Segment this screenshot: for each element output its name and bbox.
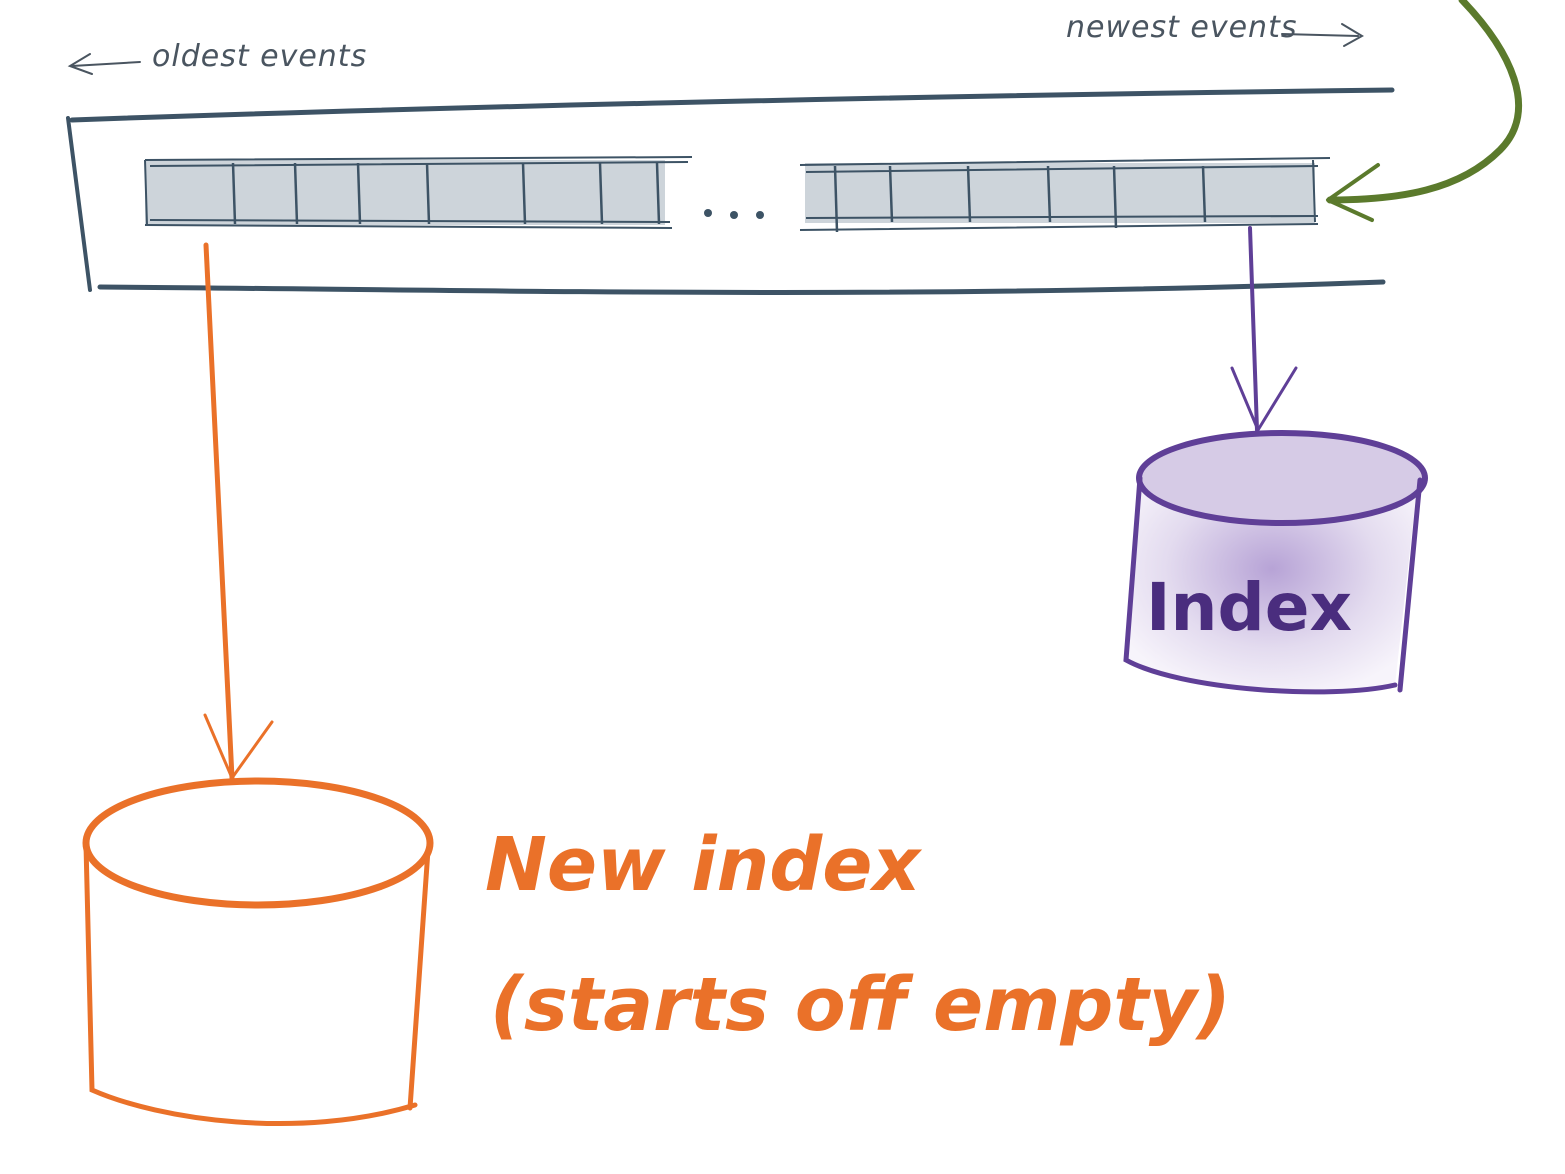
newest-events-label: newest events [1066,10,1364,47]
existing-index-cylinder: Index [1123,430,1428,695]
arrow-to-index [1230,226,1298,434]
arrowhead-icon [203,713,274,782]
arrowhead-icon [1230,366,1298,434]
event-cells-old [231,162,661,225]
cell-divider [966,165,972,223]
cell-divider [231,162,237,225]
log-left-border [66,116,92,292]
cell-divider [833,165,839,233]
new-index-cylinder-top [82,777,434,909]
new-index-title: New index [485,822,922,908]
incoming-events-arrow [1326,0,1522,222]
new-index-subtitle: (starts off empty) [490,962,1231,1048]
event-log [66,87,1395,295]
index-cylinder-top [1136,430,1428,526]
arrowhead-icon [1326,163,1380,222]
new-index-cylinder-body [83,842,431,1127]
cell-divider [1046,165,1052,223]
arrow-right-icon [1281,23,1364,47]
log-bottom-border [97,279,1386,295]
cell-divider [1112,165,1118,229]
arrow-left-icon [67,53,141,75]
cell-divider [598,162,604,225]
oldest-events-label: oldest events [67,39,367,75]
index-label: Index [1146,569,1352,646]
cell-divider [1201,165,1207,223]
new-index-cylinder [82,777,434,1127]
new-index-caption: New index (starts off empty) [485,822,1231,1048]
index-cylinder-body [1123,475,1423,695]
log-top-border [69,87,1395,123]
cell-divider [655,162,661,225]
newest-events-text: newest events [1066,10,1297,45]
cell-divider [293,162,299,225]
cell-divider [888,165,894,223]
cell-divider [356,162,362,225]
event-block-old [145,160,665,225]
oldest-events-text: oldest events [152,39,367,74]
cell-divider [521,162,527,225]
arrow-to-new-index [203,242,274,782]
ellipsis-icon [704,209,764,219]
event-cells-new [833,165,1207,233]
cell-divider [425,162,431,225]
